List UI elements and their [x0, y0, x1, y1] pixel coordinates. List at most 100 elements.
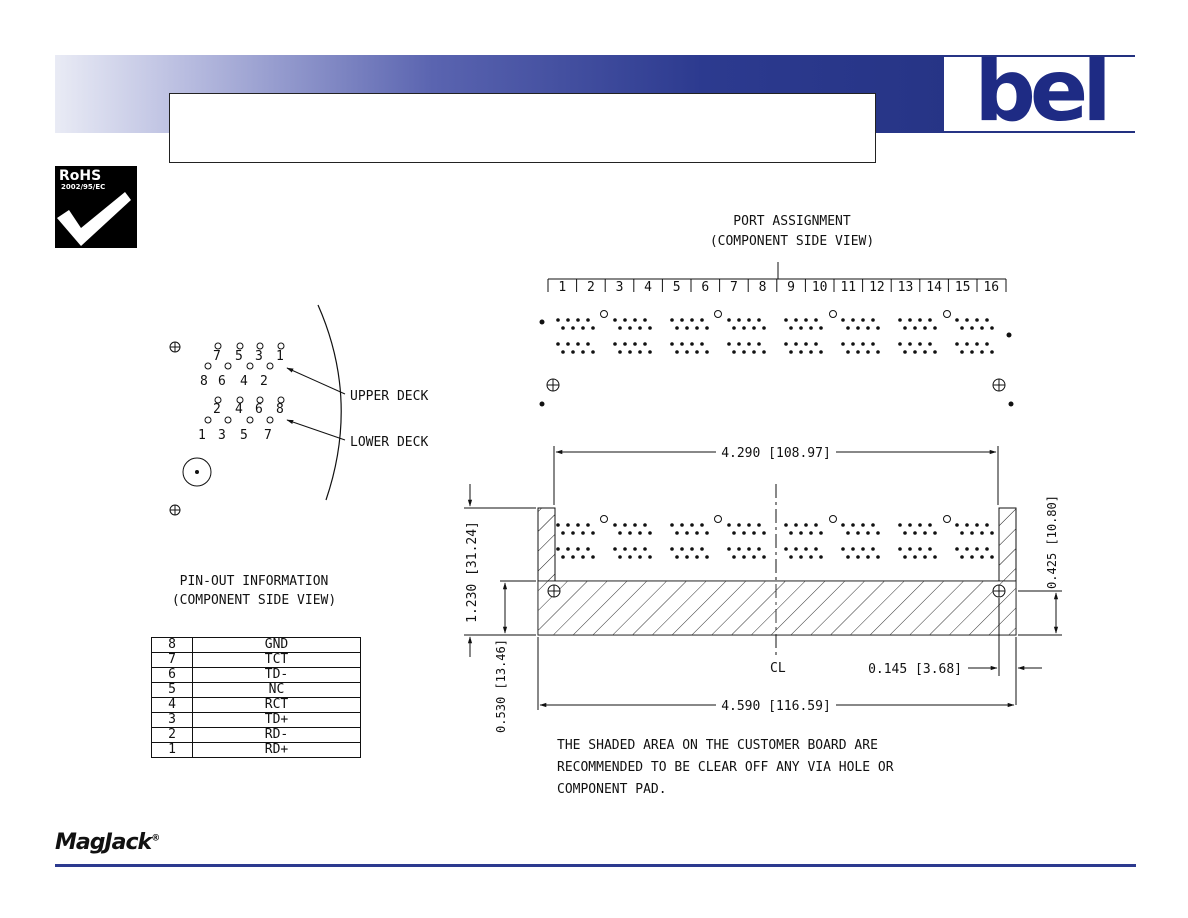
pin-dot [871, 547, 875, 551]
port-number: 2 [587, 280, 595, 295]
pin-dot [809, 531, 813, 535]
pin-dot [561, 531, 565, 535]
pin-dot [752, 326, 756, 330]
pin-dot [685, 350, 689, 354]
pin-dot [955, 342, 959, 346]
pin-dot [918, 523, 922, 527]
port-assignment-subtitle: (COMPONENT SIDE VIEW) [710, 234, 874, 249]
pin-dot [866, 326, 870, 330]
pin-dot [809, 555, 813, 559]
pin-dot [799, 531, 803, 535]
pin-label: 3 [218, 428, 226, 443]
pin-dot [908, 523, 912, 527]
pin-dot [851, 342, 855, 346]
pin-dot [648, 326, 652, 330]
upper-deck-leader [286, 367, 346, 395]
pin-dot [576, 318, 580, 322]
pin-dot [695, 555, 699, 559]
pin-dot [566, 523, 570, 527]
upper-deck-label: UPPER DECK [350, 389, 428, 404]
led-hole [829, 515, 837, 523]
port-number: 15 [955, 280, 971, 295]
pin-dot [1006, 332, 1012, 338]
pin-dot [856, 326, 860, 330]
pin-dot [846, 531, 850, 535]
pin-dot [757, 523, 761, 527]
jack-outline-curve [317, 304, 342, 501]
pin-dot [804, 547, 808, 551]
led-hole [600, 515, 608, 523]
pin-dot [841, 342, 845, 346]
pin-dot [841, 318, 845, 322]
pin-dot [933, 555, 937, 559]
pin-label: 1 [198, 428, 206, 443]
pin-dot [742, 531, 746, 535]
led-hole [600, 310, 608, 318]
pin-dot [809, 350, 813, 354]
port-assignment-title: PORT ASSIGNMENT [733, 214, 851, 229]
pin-dot [918, 547, 922, 551]
pin-dot [690, 342, 694, 346]
pin-dot [690, 523, 694, 527]
pin-dot [623, 523, 627, 527]
registered-mark: ® [151, 833, 160, 844]
pin-dot [955, 547, 959, 551]
pin-dot [928, 342, 932, 346]
pin-label: 8 [200, 374, 208, 389]
footprint-drawing: 4.290 [108.97] CL 1.230 [31.24] 0.530 [1… [464, 446, 1062, 733]
pin-dot [623, 342, 627, 346]
pin-dot [613, 547, 617, 551]
dim-edge: 0.145 [3.68] [868, 662, 962, 677]
pin-dot [861, 342, 865, 346]
pin-dot [876, 555, 880, 559]
mount-hole-icon [992, 378, 1006, 392]
pin-dot [628, 326, 632, 330]
pin-dot [970, 326, 974, 330]
pin-number-cell: 2 [151, 727, 193, 743]
pin-dot [980, 531, 984, 535]
pin-dot [933, 350, 937, 354]
pin-dot [804, 523, 808, 527]
pin-dot [737, 523, 741, 527]
pin-dot [762, 555, 766, 559]
port-number: 11 [840, 280, 856, 295]
keepout-area [537, 580, 1017, 636]
pin-dot [819, 531, 823, 535]
pin-dot [737, 318, 741, 322]
pin-dot [705, 350, 709, 354]
checkmark-icon [57, 192, 131, 246]
led-hole [829, 310, 837, 318]
pin-dot [581, 326, 585, 330]
pin-dot [928, 523, 932, 527]
pin-dot [762, 531, 766, 535]
pin-dot [732, 531, 736, 535]
port-number: 1 [558, 280, 566, 295]
pin-dot [705, 531, 709, 535]
pin-dot [638, 531, 642, 535]
pin-dot [732, 555, 736, 559]
pin-dot [809, 326, 813, 330]
pin-dot [970, 531, 974, 535]
pin-dot [638, 555, 642, 559]
port-number: 5 [673, 280, 681, 295]
pin-dot [975, 547, 979, 551]
pin-dot [841, 547, 845, 551]
pin-dot [960, 350, 964, 354]
pin-dot [628, 555, 632, 559]
pin-dot [923, 350, 927, 354]
pin-dot [762, 326, 766, 330]
pin-dot [591, 326, 595, 330]
pin-dot [970, 350, 974, 354]
pin-dot [695, 350, 699, 354]
pin-dot [680, 547, 684, 551]
pin-dot [819, 555, 823, 559]
pin-dot [556, 523, 560, 527]
right-post [998, 507, 1017, 582]
pin-dot [633, 523, 637, 527]
pin-dot [643, 523, 647, 527]
pin-dot [903, 350, 907, 354]
